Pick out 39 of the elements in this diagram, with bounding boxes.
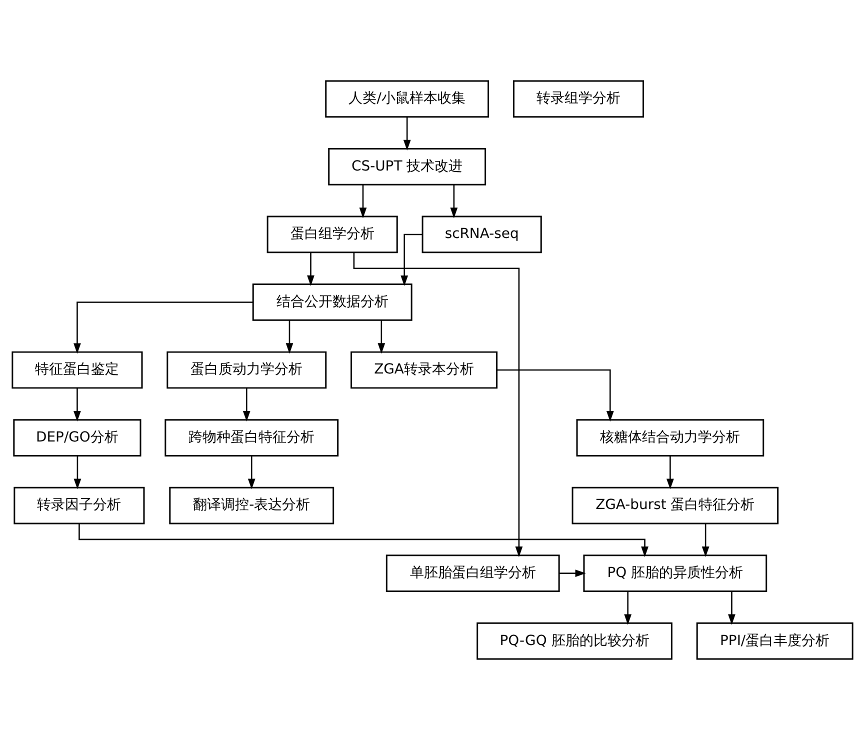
- node-box: 蛋白质动力学分析: [166, 351, 327, 389]
- node-box: 跨物种蛋白特征分析: [164, 419, 339, 456]
- arrow: [74, 302, 254, 354]
- arrow: [286, 320, 294, 354]
- node-box: 特征蛋白鉴定: [12, 351, 143, 389]
- node-box: 翻译调控-表达分析: [169, 486, 334, 524]
- arrow: [496, 369, 614, 422]
- arrow: [378, 320, 386, 354]
- node-box: 核糖体结合动力学分析: [576, 419, 764, 456]
- arrow: [728, 591, 736, 625]
- arrow: [74, 388, 81, 422]
- arrow: [702, 524, 710, 558]
- arrow: [74, 456, 82, 490]
- arrow: [450, 184, 458, 218]
- arrow: [307, 252, 314, 286]
- node-box: ZGA-burst 蛋白特征分析: [572, 486, 779, 524]
- arrow: [666, 456, 674, 490]
- arrow: [78, 524, 648, 558]
- node-box: PPI/蛋白丰度分析: [696, 622, 854, 660]
- arrow: [403, 117, 411, 150]
- node-box: 单胚胎蛋白组学分析: [386, 554, 560, 592]
- node-box: 蛋白组学分析: [266, 216, 398, 254]
- arrow: [242, 388, 250, 422]
- node-box: ZGA转录本分析: [350, 351, 498, 389]
- arrow: [359, 184, 367, 218]
- node-box: 人类/小鼠样本收集: [325, 80, 490, 118]
- node-box: 转录因子分析: [14, 486, 145, 524]
- node-box: DEP/GO分析: [13, 419, 142, 456]
- node-box: PQ 胚胎的异质性分析: [583, 554, 768, 592]
- arrow: [624, 591, 632, 625]
- arrow: [559, 570, 586, 577]
- arrow: [353, 252, 523, 558]
- node-box: CS-UPT 技术改进: [328, 148, 486, 186]
- node-box: PQ-GQ 胚胎的比较分析: [476, 622, 672, 660]
- arrow: [400, 234, 422, 286]
- node-box: 转录组学分析: [512, 80, 644, 118]
- node-box: scRNA-seq: [422, 216, 542, 254]
- arrow: [248, 456, 256, 490]
- node-box: 结合公开数据分析: [252, 284, 412, 321]
